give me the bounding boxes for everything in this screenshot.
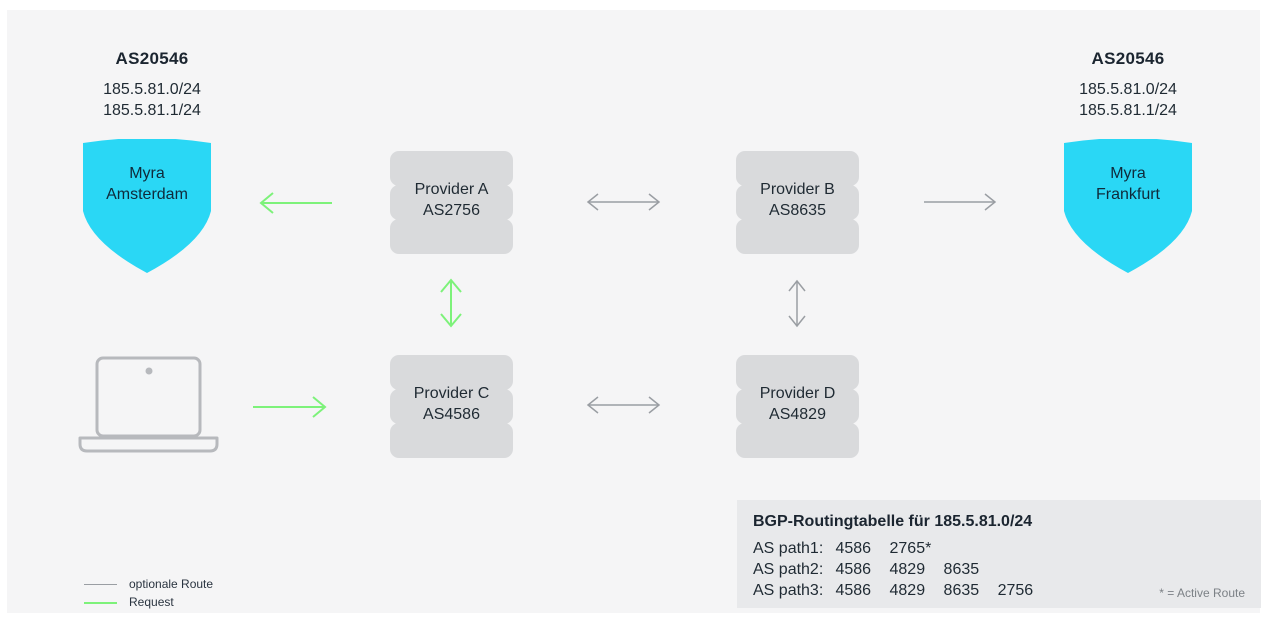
left-as-number: AS20546 [115,49,189,68]
as-path-row-3: AS path3: 4586 4829 8635 2756 [753,582,1047,600]
legend-request-label: Request [129,595,174,609]
left-as-info: AS20546 185.5.81.0/24 185.5.81.1/24 [72,49,232,121]
as-path-label: AS path1: [753,540,824,557]
left-prefix-1: 185.5.81.0/24 [103,81,201,98]
legend-optional-route-label: optionale Route [129,577,214,591]
right-as-number: AS20546 [1091,49,1165,68]
shield-label-line2: Frankfurt [1095,186,1160,203]
left-prefix-2: 185.5.81.1/24 [103,102,201,119]
provider-d: Provider D AS4829 [736,355,859,458]
provider-name: Provider B [760,181,835,198]
provider-b: Provider B AS8635 [736,151,859,254]
active-route-note: * = Active Route [1159,586,1245,600]
as-hop: 4829 [889,561,926,578]
as-hop: 4586 [835,540,872,557]
provider-name: Provider C [413,385,490,402]
shield-label-line2: Amsterdam [106,186,188,203]
provider-as: AS8635 [769,202,826,219]
optional-route-a-b [586,193,661,211]
as-hop: 2756 [997,582,1034,599]
shield-label-line1: Myra [1110,165,1146,182]
laptop-icon [78,356,219,453]
as-hop: 2765* [889,540,932,557]
right-prefix-2: 185.5.81.1/24 [1079,102,1177,119]
routing-table-title: BGP-Routingtabelle für 185.5.81.0/24 [753,513,1033,530]
shield-icon: Myra Frankfurt [1064,139,1192,273]
provider-as: AS4586 [423,406,480,423]
laptop-camera-icon [145,367,153,375]
request-arrow-to-amsterdam [259,192,332,214]
green-line-icon [84,601,117,604]
optional-route-b-d [788,279,806,328]
provider-c: Provider C AS4586 [390,355,513,458]
provider-as: AS2756 [423,202,480,219]
provider-a: Provider A AS2756 [390,151,513,254]
provider-name: Provider D [759,385,836,402]
diagram-canvas: AS20546 185.5.81.0/24 185.5.81.1/24 Myra… [7,10,1260,613]
legend-request: Request [84,595,174,609]
as-path-row-2: AS path2: 4586 4829 8635 [753,561,993,579]
as-path-row-1: AS path1: 4586 2765* [753,540,945,558]
optional-route-c-d [586,396,661,414]
bgp-routing-table: BGP-Routingtabelle für 185.5.81.0/24 AS … [737,500,1261,608]
request-arrow-to-provider-c [253,396,327,418]
optional-route-to-frankfurt [924,193,997,211]
request-arrow-a-c [440,278,462,328]
right-prefix-1: 185.5.81.0/24 [1079,81,1177,98]
shield-label-amsterdam: Myra Amsterdam [83,163,211,205]
as-hop: 4829 [889,582,926,599]
provider-name: Provider A [414,181,489,198]
shield-icon: Myra Amsterdam [83,139,211,273]
as-path-label: AS path2: [753,561,824,578]
as-hop: 8635 [943,582,980,599]
right-as-info: AS20546 185.5.81.0/24 185.5.81.1/24 [1048,49,1208,121]
as-hop: 4586 [835,561,872,578]
shield-label-line1: Myra [129,165,165,182]
shield-label-frankfurt: Myra Frankfurt [1064,163,1192,205]
gray-line-icon [84,584,117,586]
connection-arrows [78,192,997,453]
provider-as: AS4829 [769,406,826,423]
as-hop: 8635 [943,561,980,578]
as-hop: 4586 [835,582,872,599]
as-path-label: AS path3: [753,582,824,599]
legend-optional-route: optionale Route [84,577,213,591]
